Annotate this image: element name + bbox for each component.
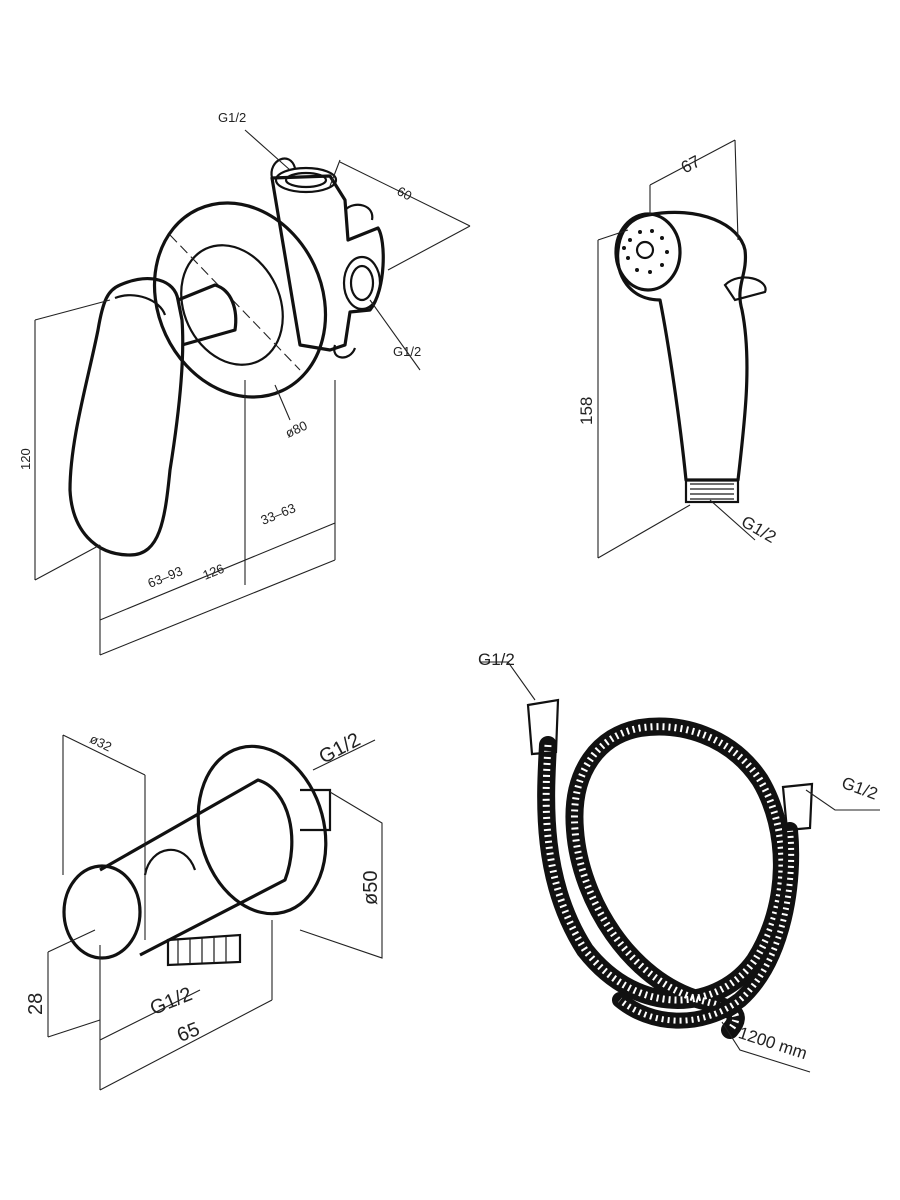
mixer-length-label: 126 [201, 561, 227, 583]
mixer-flange [152, 201, 328, 399]
mixer-leader-top [244, 129, 291, 171]
hose-coil-outer [537, 717, 791, 1039]
wall-outlet-dim-height [47, 929, 101, 1038]
hose-leader-right [805, 789, 880, 811]
wall-outlet-length-label: 65 [174, 1018, 203, 1047]
hand-shower-head [614, 212, 682, 292]
hand-shower-width-label: 67 [678, 152, 704, 178]
mixer-thread-side-label: G1/2 [393, 344, 421, 359]
hose-nut-left [526, 698, 560, 756]
wall-outlet-holder [143, 848, 197, 876]
mixer-adj-back-label: 33–63 [259, 500, 298, 527]
hand-shower-drawing: 67 158 G1/2 [577, 139, 779, 559]
mixer-adj-front-label: 63–93 [146, 563, 185, 590]
hand-shower-dim-height [597, 229, 691, 559]
wall-outlet-thread-top-label: G1/2 [316, 729, 365, 769]
mixer-depth-label: 60 [395, 183, 415, 203]
mixer-height-label: 120 [18, 448, 33, 470]
hand-shower-leader-thread [709, 499, 756, 541]
wall-outlet-drawing: ø32 G1/2 ø50 28 G1/2 65 [25, 729, 383, 1091]
mixer-lever [68, 277, 185, 557]
mixer-valve-body [270, 174, 385, 352]
mixer-dim-depth [329, 159, 471, 271]
wall-outlet-flange [196, 744, 328, 916]
mixer-side-inlet [342, 255, 382, 311]
mixer-neck [177, 283, 238, 347]
wall-outlet-thread-top [300, 788, 332, 832]
hand-shower-thread-label: G1/2 [738, 512, 779, 547]
hose-drawing: G1/2 G1/2 1200 mm [478, 650, 880, 1073]
wall-outlet-body [99, 778, 294, 957]
mixer-ear-right [344, 203, 374, 221]
hose-thread-left-label: G1/2 [478, 650, 515, 669]
wall-outlet-height-label: 28 [25, 993, 47, 1015]
mixer-diameter-label: ø80 [283, 418, 310, 441]
mixer-lever-top [114, 294, 167, 316]
wall-outlet-holder-dia-label: ø32 [87, 731, 114, 754]
mixer-collar [180, 244, 284, 366]
hand-shower-nozzle [635, 240, 655, 260]
mixer-ear-bottom [333, 344, 357, 359]
hand-shower-trigger [723, 276, 767, 302]
mixer-ear-top [270, 157, 297, 179]
hose-leader-left [480, 661, 536, 701]
mixer-thread-top-label: G1/2 [218, 110, 246, 125]
mixer-dim-height [34, 299, 111, 581]
wall-outlet-cap [62, 864, 142, 960]
wall-outlet-dim-length [99, 920, 273, 1091]
hose-length-label: 1200 mm [736, 1023, 809, 1063]
mixer-drawing: G1/2 60 G1/2 120 ø80 63–93 33–63 126 [18, 110, 471, 656]
hose-thread-right-label: G1/2 [839, 773, 880, 803]
hand-shower-height-label: 158 [577, 397, 596, 425]
hose-nut-right [781, 782, 814, 832]
mixer-leader-dia [274, 384, 291, 421]
wall-outlet-thread-bottom-label: G1/2 [147, 983, 195, 1020]
wall-outlet-dim-flange [299, 791, 383, 959]
mixer-leader-side [369, 299, 421, 371]
wall-outlet-flange-dia-label: ø50 [360, 871, 382, 905]
mixer-top-inlet [274, 166, 338, 194]
mixer-axis [169, 234, 301, 371]
wall-outlet-leader-top [312, 739, 376, 771]
mixer-dim-length [99, 380, 336, 656]
wall-outlet-thread-bottom [166, 933, 242, 967]
hose-leader-length [721, 1021, 811, 1073]
hand-shower-jets [622, 229, 669, 274]
wall-outlet-dim-holder [62, 734, 146, 940]
hand-shower-dim-width [649, 139, 739, 241]
